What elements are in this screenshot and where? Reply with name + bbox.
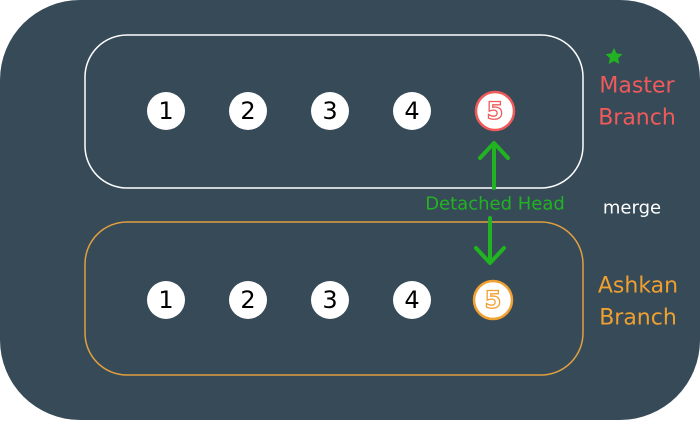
master-commit-label: 2 [240, 97, 255, 125]
ashkan-head-commit-label: 5 [485, 286, 502, 314]
master-commit-1: 1 [147, 92, 185, 130]
ashkan-commit-2: 2 [229, 281, 267, 319]
master-commits: 1 2 3 4 5 [147, 90, 516, 132]
ashkan-commit-4: 4 [393, 281, 431, 319]
ashkan-commits: 1 2 3 4 5 [147, 279, 514, 321]
ashkan-commit-label: 4 [404, 286, 419, 314]
ashkan-commit-3: 3 [311, 281, 349, 319]
master-commit-label: 4 [404, 97, 419, 125]
master-commit-label: 1 [158, 97, 173, 125]
ashkan-commit-label: 1 [158, 286, 173, 314]
down-arrow-icon [474, 216, 506, 265]
master-branch-label-line1: Master [599, 74, 675, 99]
ashkan-branch-label-line1: Ashkan [598, 274, 678, 299]
ashkan-commit-label: 3 [322, 286, 337, 314]
ashkan-branch-label-line2: Branch [599, 306, 677, 331]
master-commit-3: 3 [311, 92, 349, 130]
master-commit-5-head: 5 [474, 90, 516, 132]
master-commit-2: 2 [229, 92, 267, 130]
ashkan-commit-5-head: 5 [472, 279, 514, 321]
master-branch-label-line2: Branch [598, 106, 676, 131]
star-icon [605, 48, 623, 64]
master-commit-4: 4 [393, 92, 431, 130]
master-commit-label: 3 [322, 97, 337, 125]
detached-head-label: Detached Head [425, 194, 565, 215]
master-head-commit-label: 5 [487, 97, 504, 125]
merge-label: merge [603, 198, 661, 219]
ashkan-commit-label: 2 [240, 286, 255, 314]
ashkan-commit-1: 1 [147, 281, 185, 319]
ashkan-branch-box [84, 221, 584, 376]
master-branch-box [84, 34, 584, 189]
up-arrow-icon [478, 141, 510, 190]
